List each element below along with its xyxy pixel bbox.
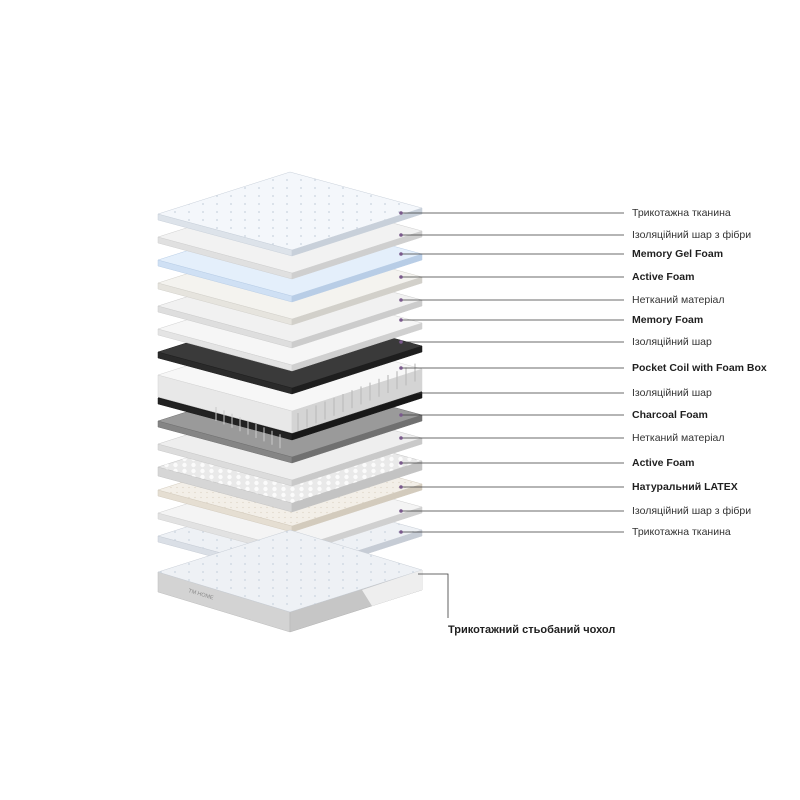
leader-dot <box>399 340 403 344</box>
mattress-cover: TM HOME <box>157 529 449 633</box>
layer-label-8: Pocket Coil with Foam Box <box>632 362 767 374</box>
layer-1 <box>157 171 624 257</box>
leader-dot <box>399 366 403 370</box>
leader-dot <box>399 252 403 256</box>
cover-label: Трикотажний стьобаний чохол <box>448 624 616 636</box>
layer-label-3: Memory Gel Foam <box>632 248 724 260</box>
layer-label-14: Ізоляційний шар з фібри <box>632 505 752 517</box>
leader-dot <box>399 233 403 237</box>
layer-label-13: Натуральний LATEX <box>632 481 738 493</box>
leader-dot <box>399 211 403 215</box>
layer-label-6: Memory Foam <box>632 314 704 326</box>
layer-label-5: Нетканий матеріал <box>632 294 725 306</box>
layer-label-15: Трикотажна тканина <box>632 526 731 538</box>
cover-leader-line <box>418 573 449 618</box>
layer-label-11: Нетканий матеріал <box>632 432 725 444</box>
leader-dot <box>399 298 403 302</box>
leader-dot <box>399 509 403 513</box>
layer-label-1: Трикотажна тканина <box>632 207 731 219</box>
leader-dot <box>399 485 403 489</box>
layer-label-2: Ізоляційний шар з фібри <box>632 229 752 241</box>
leader-dot <box>399 413 403 417</box>
leader-dot <box>399 461 403 465</box>
leader-dot <box>399 275 403 279</box>
layer-label-7: Ізоляційний шар <box>632 336 712 348</box>
layer-label-9: Ізоляційний шар <box>632 387 712 399</box>
leader-dot <box>399 436 403 440</box>
layer-label-10: Charcoal Foam <box>632 409 708 421</box>
layer-label-4: Active Foam <box>632 271 695 283</box>
layer-label-12: Active Foam <box>632 457 695 469</box>
leader-dot <box>399 530 403 534</box>
leader-dot <box>399 318 403 322</box>
